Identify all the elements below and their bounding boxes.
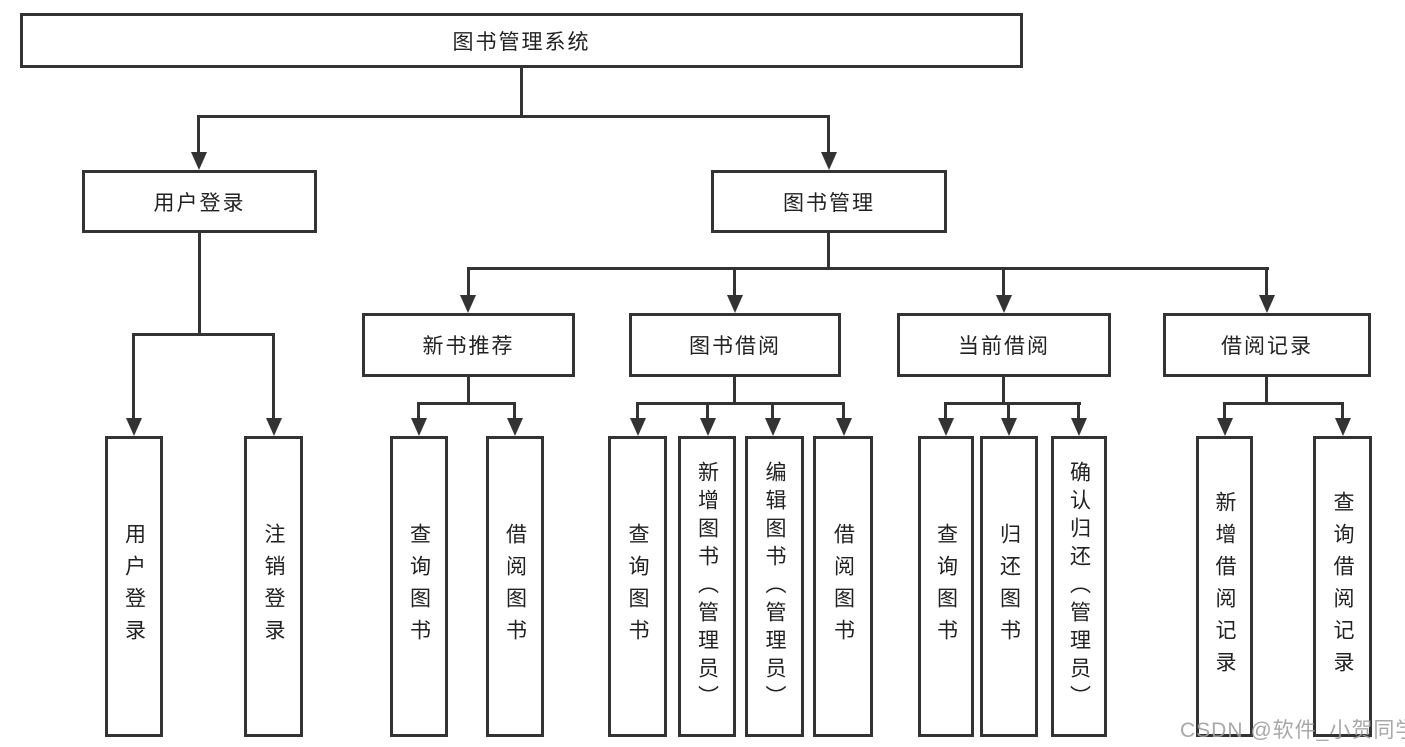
leaf-label: 查询图书 (626, 522, 649, 651)
edge-user-login-rail (132, 333, 275, 336)
edge-book-mgmt-stem (827, 231, 830, 270)
edge-drop-book-mgmt (827, 115, 830, 157)
node-book-mgmt: 图书管理 (711, 170, 947, 233)
arrow-down-icon (996, 295, 1012, 313)
edge-level1-rail (197, 115, 830, 118)
leaf-confirm-return-admin: 确认归还（管理员） (1051, 436, 1107, 737)
edge-rail (636, 402, 845, 405)
node-root-label: 图书管理系统 (452, 30, 591, 54)
arrow-down-icon (700, 418, 716, 436)
node-new-book-recommend: 新书推荐 (362, 313, 575, 377)
node-book-mgmt-label: 图书管理 (783, 191, 875, 215)
edge-drop-leaf (1077, 402, 1080, 420)
edge-drop-user-login (197, 115, 200, 157)
edge-stem (1002, 375, 1005, 405)
edge-drop-leaf (417, 402, 420, 420)
edge-drop-leaf (944, 402, 947, 420)
arrow-down-icon (1001, 418, 1017, 436)
edge-stem (467, 375, 470, 405)
edge-user-login-stem (198, 231, 201, 336)
arrow-down-icon (1259, 295, 1275, 313)
arrow-down-icon (1217, 418, 1233, 436)
leaf-label: 新增借阅记录 (1213, 490, 1236, 683)
edge-drop-leaf (636, 402, 639, 420)
leaf-query-borrow-record: 查询借阅记录 (1313, 436, 1372, 737)
arrow-down-icon (821, 152, 837, 170)
leaf-borrow-books-2: 借阅图书 (813, 436, 873, 737)
edge-drop-leaf (1341, 402, 1344, 420)
edge-drop-leaf (513, 402, 516, 420)
edge-drop-leaf (1223, 402, 1226, 420)
edge-rail (1223, 402, 1344, 405)
leaf-label: 编辑图书（管理员） (763, 460, 786, 713)
edge-rail (944, 402, 1081, 405)
leaf-logout: 注销登录 (244, 436, 303, 737)
leaf-label: 归还图书 (997, 522, 1021, 651)
node-borrow-records-label: 借阅记录 (1221, 335, 1313, 358)
arrow-down-icon (1071, 418, 1087, 436)
leaf-label: 借阅图书 (503, 522, 527, 651)
edge-level2-rail (467, 267, 1269, 270)
arrow-down-icon (938, 418, 954, 436)
leaf-query-books-1: 查询图书 (390, 436, 448, 737)
leaf-return-books: 归还图书 (980, 436, 1038, 737)
arrow-down-icon (507, 418, 523, 436)
leaf-label: 借阅图书 (831, 522, 855, 651)
arrow-down-icon (266, 418, 282, 436)
arrow-down-icon (460, 295, 476, 313)
edge-drop-borrow-records (1265, 267, 1268, 298)
leaf-query-books-2: 查询图书 (608, 436, 667, 737)
arrow-down-icon (630, 418, 646, 436)
edge-rail (417, 402, 516, 405)
arrow-down-icon (1335, 418, 1351, 436)
arrow-down-icon (765, 418, 781, 436)
arrow-down-icon (191, 152, 207, 170)
node-current-borrow-label: 当前借阅 (958, 335, 1050, 358)
leaf-edit-books-admin: 编辑图书（管理员） (745, 436, 804, 737)
arrow-down-icon (411, 418, 427, 436)
node-borrow-records: 借阅记录 (1163, 313, 1371, 377)
leaf-add-borrow-record: 新增借阅记录 (1196, 436, 1253, 737)
leaf-label: 用户登录 (122, 522, 146, 651)
leaf-label: 查询借阅记录 (1331, 490, 1354, 683)
edge-stem (1265, 375, 1268, 405)
node-user-login-label: 用户登录 (153, 191, 246, 215)
edge-drop-leaf (1007, 402, 1010, 420)
leaf-add-books-admin: 新增图书（管理员） (678, 436, 736, 737)
edge-drop-leaf (706, 402, 709, 420)
leaf-label: 注销登录 (262, 522, 285, 651)
leaf-label: 新增图书（管理员） (695, 460, 719, 713)
node-current-borrow: 当前借阅 (897, 313, 1111, 377)
edge-root-stem (520, 66, 523, 118)
arrow-down-icon (126, 418, 142, 436)
arrow-down-icon (727, 295, 743, 313)
leaf-query-books-3: 查询图书 (918, 436, 974, 737)
node-book-borrow: 图书借阅 (629, 313, 841, 377)
arrow-down-icon (836, 418, 852, 436)
edge-drop-book-borrow (733, 267, 736, 298)
leaf-label: 查询图书 (407, 522, 431, 651)
leaf-borrow-books-1: 借阅图书 (486, 436, 544, 737)
node-new-book-recommend-label: 新书推荐 (422, 335, 515, 358)
edge-drop-leaf (272, 333, 275, 419)
node-user-login: 用户登录 (82, 170, 317, 233)
edge-drop-leaf (771, 402, 774, 420)
edge-drop-current-borrow (1002, 267, 1005, 298)
leaf-label: 确认归还（管理员） (1067, 460, 1091, 713)
edge-drop-leaf (842, 402, 845, 420)
leaf-user-login: 用户登录 (105, 436, 163, 737)
edge-drop-leaf (132, 333, 135, 419)
edge-stem (733, 375, 736, 405)
edge-drop-new-book (467, 267, 470, 298)
leaf-label: 查询图书 (934, 522, 958, 651)
node-book-borrow-label: 图书借阅 (689, 335, 781, 358)
node-root: 图书管理系统 (20, 13, 1023, 68)
csdn-watermark: CSDN @软件_小贺同学 (1180, 719, 1405, 742)
